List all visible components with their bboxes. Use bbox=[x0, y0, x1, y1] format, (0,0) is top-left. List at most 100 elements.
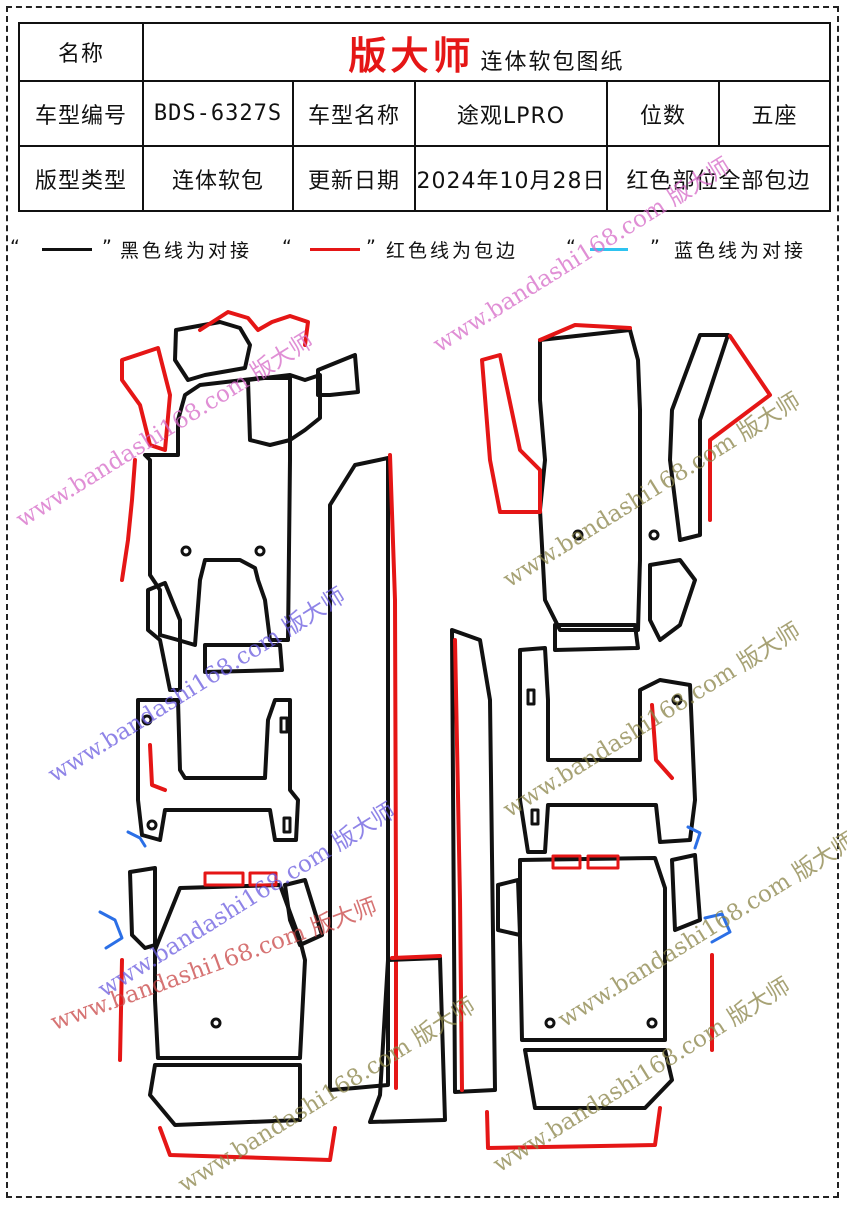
legend-black-quote-open: “ bbox=[10, 236, 23, 258]
center-right-strip-outline bbox=[450, 628, 497, 1094]
legend-red-swatch bbox=[310, 248, 360, 251]
left-third-red-slots bbox=[203, 871, 278, 887]
right-front-floor-mat bbox=[480, 323, 772, 652]
legend-red-text: 红色线为包边 bbox=[386, 240, 519, 262]
right-front-mat-outline bbox=[538, 328, 642, 632]
right-trunk-red-edge bbox=[485, 1106, 662, 1150]
brand-title: 版大师 bbox=[348, 33, 475, 78]
right-third-floor-mat bbox=[496, 853, 732, 1052]
right-third-blue-join bbox=[703, 912, 732, 944]
update-date-value: 2024年10月28日 bbox=[414, 145, 608, 212]
info-row-type: 版型类型 连体软包 更新日期 2024年10月28日 红色部位全部包边 bbox=[18, 145, 832, 212]
left-front-mat-outline bbox=[143, 376, 292, 647]
right-front-red-right bbox=[708, 334, 772, 522]
right-trunk-outline bbox=[523, 1048, 674, 1110]
left-trunk-red-edge bbox=[158, 1126, 337, 1162]
right-front-hole-2 bbox=[648, 529, 660, 541]
right-rear-upper-outline bbox=[518, 646, 697, 854]
center-bottom-red-top bbox=[390, 954, 442, 960]
legend-blue-quote-open: “ bbox=[566, 236, 579, 258]
right-third-red-slots bbox=[551, 854, 620, 870]
legend-blue-quote-close: ” bbox=[650, 236, 663, 258]
left-rear-floor-mat bbox=[126, 698, 300, 848]
left-third-right-piece bbox=[283, 878, 324, 947]
right-rear-red-edge bbox=[650, 703, 674, 780]
legend-blue-swatch bbox=[590, 248, 628, 251]
left-rear-slot-2 bbox=[282, 816, 292, 834]
model-name-label: 车型名称 bbox=[292, 80, 416, 147]
right-front-red-top bbox=[538, 323, 632, 342]
left-front-mat-red-edge bbox=[120, 458, 137, 582]
left-front-small-piece bbox=[246, 373, 322, 447]
right-front-hole-1 bbox=[572, 529, 584, 541]
brand-subtitle: 连体软包图纸 bbox=[480, 49, 625, 75]
left-front-upper-red-piece bbox=[120, 346, 172, 452]
right-rear-blue-join bbox=[686, 825, 702, 850]
edge-note: 红色部位全部包边 bbox=[605, 145, 832, 212]
center-tunnel-strip-left bbox=[328, 453, 398, 1092]
left-front-lower-piece bbox=[146, 581, 182, 692]
pattern-type-value: 连体软包 bbox=[142, 145, 294, 212]
center-tunnel-strip-right bbox=[450, 628, 497, 1094]
left-rear-upper-outline bbox=[136, 698, 300, 842]
right-third-hole-2 bbox=[646, 1017, 658, 1029]
left-rear-blue-join bbox=[126, 830, 147, 848]
info-row-name: 名称 版大师连体软包图纸 bbox=[18, 22, 832, 82]
right-third-hole bbox=[544, 1017, 556, 1029]
legend-red-quote-open: “ bbox=[282, 236, 295, 258]
left-rear-hole-2 bbox=[146, 819, 158, 831]
left-front-hole-2 bbox=[254, 545, 266, 557]
right-front-lower-strip bbox=[553, 623, 640, 652]
title-cell: 版大师连体软包图纸 bbox=[141, 22, 832, 82]
dashed-frame bbox=[6, 6, 839, 1198]
legend-red-quote-close: ” bbox=[366, 236, 379, 258]
left-rear-slot bbox=[279, 716, 289, 734]
left-third-mat-outline bbox=[153, 883, 307, 1060]
legend-black-swatch bbox=[42, 248, 92, 251]
left-third-side-red bbox=[118, 958, 124, 1062]
right-rear-slot-2 bbox=[530, 808, 540, 826]
left-third-side-piece bbox=[128, 866, 157, 950]
legend-black-text: 黑色线为对接 bbox=[120, 240, 253, 262]
left-front-floor-mat bbox=[120, 310, 360, 692]
model-code-label: 车型编号 bbox=[18, 80, 144, 147]
left-front-bottom-strip bbox=[203, 643, 284, 674]
right-rear-floor-mat bbox=[518, 646, 702, 854]
right-rear-hole bbox=[671, 694, 683, 706]
center-tunnel-bottom bbox=[368, 954, 447, 1124]
pattern-type-label: 版型类型 bbox=[18, 145, 144, 212]
update-date-label: 更新日期 bbox=[292, 145, 416, 212]
center-right-strip-red-edge bbox=[453, 638, 464, 1092]
right-trunk-piece bbox=[485, 1048, 674, 1150]
right-rear-slot bbox=[526, 688, 536, 706]
legend-blue-text: 蓝色线为对接 bbox=[674, 240, 807, 262]
seats-value: 五座 bbox=[717, 80, 832, 147]
seats-label: 位数 bbox=[606, 80, 720, 147]
name-label: 名称 bbox=[18, 22, 144, 82]
left-third-floor-mat bbox=[98, 866, 324, 1062]
left-front-hole-1 bbox=[180, 545, 192, 557]
center-left-strip-outline bbox=[328, 456, 390, 1092]
left-third-blue-join bbox=[98, 910, 124, 950]
info-table: 名称 版大师连体软包图纸 车型编号 BDS-6327S 车型名称 途观LPRO … bbox=[18, 22, 832, 212]
right-front-lower-piece bbox=[648, 558, 697, 642]
left-front-accent-piece bbox=[316, 353, 360, 397]
left-trunk-piece bbox=[148, 1063, 337, 1162]
left-rear-hole bbox=[141, 714, 153, 726]
center-bottom-outline bbox=[368, 956, 447, 1124]
left-trunk-outline bbox=[148, 1063, 302, 1127]
info-row-model: 车型编号 BDS-6327S 车型名称 途观LPRO 位数 五座 bbox=[18, 80, 832, 147]
left-third-hole bbox=[210, 1017, 222, 1029]
line-legend: “ ” 黑色线为对接 “ ” 红色线为包边 “ ” 蓝色线为对接 bbox=[10, 236, 840, 266]
left-front-lug bbox=[173, 320, 252, 382]
right-third-left-piece bbox=[496, 878, 522, 937]
left-rear-red-edge bbox=[148, 743, 167, 792]
model-code-value: BDS-6327S bbox=[142, 80, 294, 147]
legend-black-quote-close: ” bbox=[102, 236, 115, 258]
left-front-lug-red-cap bbox=[198, 310, 310, 347]
right-third-mat-outline bbox=[518, 856, 667, 1042]
right-front-right-piece bbox=[668, 333, 730, 542]
right-third-side-piece bbox=[670, 853, 702, 932]
